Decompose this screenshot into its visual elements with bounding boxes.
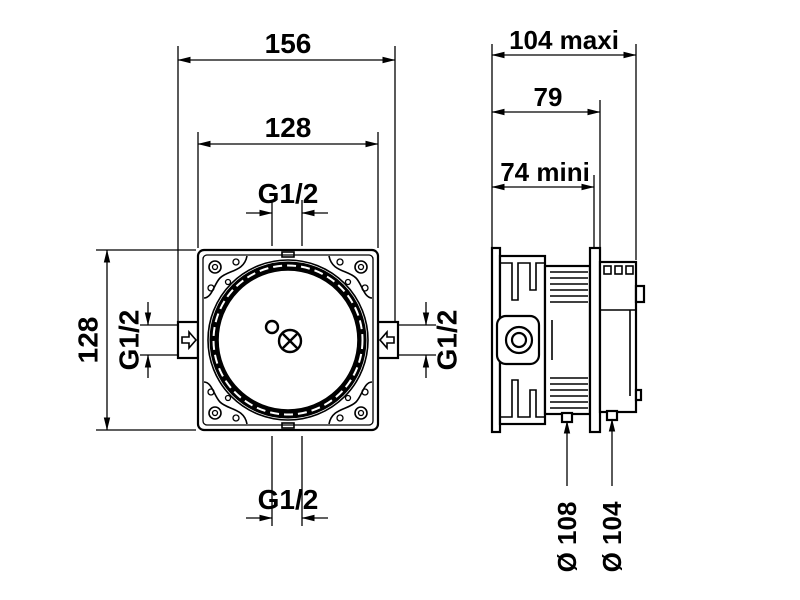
body-foot xyxy=(560,411,574,424)
dimension-depth-mid: 79 xyxy=(491,82,601,116)
corner-top-right xyxy=(328,255,373,299)
mounting-hole-inner xyxy=(357,409,365,417)
valve-spindle xyxy=(264,319,303,354)
label-depth-max: 104 maxi xyxy=(509,25,619,55)
inlet-block-left xyxy=(176,320,200,360)
screw-hole xyxy=(224,394,232,402)
ribs-bottom xyxy=(550,377,588,409)
screw-hole xyxy=(336,258,344,266)
cartridge-opening xyxy=(207,259,369,421)
corner-top-left xyxy=(203,255,248,299)
dimension-box-height: 128 xyxy=(73,249,196,431)
mounting-box-inner-edge xyxy=(202,254,374,426)
label-box-width: 128 xyxy=(265,112,312,143)
dimension-depth-min: 74 mini xyxy=(491,157,595,191)
spindle-cross-line xyxy=(282,333,298,349)
screw-hole xyxy=(336,414,344,422)
ribs-top xyxy=(550,271,588,303)
corner-lobe xyxy=(203,381,248,425)
corner-bottom-right xyxy=(328,381,373,425)
rib-profile-top xyxy=(500,262,545,301)
dimension-diameter-outer: Ø 108 xyxy=(552,420,582,573)
plaster-guard-detail xyxy=(600,265,646,402)
mounting-hole-inner xyxy=(211,409,219,417)
fitting-bore xyxy=(510,331,528,349)
label-box-height: 128 xyxy=(73,317,104,364)
dimension-inlet-left: G1/2 xyxy=(114,302,178,378)
label-overall-width: 156 xyxy=(265,28,312,59)
opening-outer-edge xyxy=(207,259,369,421)
guard-tab xyxy=(634,388,643,402)
dimension-depth-max: 104 maxi xyxy=(491,25,637,59)
label-inlet-bottom: G1/2 xyxy=(258,484,319,515)
screw-hole xyxy=(207,284,215,292)
dimension-inlet-bottom: G1/2 xyxy=(246,436,328,526)
screw-hole xyxy=(207,388,215,396)
corner-lobe xyxy=(203,255,248,299)
inlet-fitting-end-view xyxy=(495,314,541,366)
opening-inner-edge xyxy=(217,269,359,411)
screw-hole xyxy=(232,414,240,422)
front-plate xyxy=(588,246,602,434)
screw-hole xyxy=(344,278,352,286)
front-view: 156 128 G1/2 G1/2 xyxy=(73,28,463,526)
rib-profile-bottom xyxy=(500,379,545,418)
guard-tooth xyxy=(614,265,623,275)
corner-bottom-left xyxy=(203,381,248,425)
top-inlet-tab xyxy=(281,251,295,258)
opening-ring-dashes xyxy=(212,264,364,416)
label-inlet-left: G1/2 xyxy=(114,310,145,371)
guard-tooth xyxy=(603,265,612,275)
rear-section-detail xyxy=(500,262,545,418)
corner-features xyxy=(203,255,373,425)
screw-hole xyxy=(224,278,232,286)
mounting-hole-inner xyxy=(357,263,365,271)
dimension-diameter-inner: Ø 104 xyxy=(597,418,627,572)
screw-hole xyxy=(344,394,352,402)
label-diameter-outer: Ø 108 xyxy=(552,502,582,573)
bottom-inlet-tab xyxy=(281,422,295,429)
screw-hole xyxy=(232,258,240,266)
flow-arrow-icon xyxy=(181,329,198,351)
screw-hole xyxy=(361,284,369,292)
flow-arrow-icon xyxy=(378,329,395,351)
label-inlet-right: G1/2 xyxy=(432,310,463,371)
dimension-overall-width: 156 xyxy=(177,28,396,322)
mounting-hole xyxy=(354,260,368,274)
label-depth-mid: 79 xyxy=(534,82,563,112)
mounting-hole xyxy=(354,406,368,420)
body-foot xyxy=(605,409,619,422)
inlet-block-right xyxy=(376,320,400,360)
side-view: 104 maxi 79 74 mini xyxy=(490,25,646,573)
guard-tooth xyxy=(625,265,634,275)
mounting-hole-inner xyxy=(211,263,219,271)
mounting-hole xyxy=(208,260,222,274)
mounting-hole xyxy=(208,406,222,420)
label-diameter-inner: Ø 104 xyxy=(597,501,627,572)
guard-tab xyxy=(634,284,646,304)
dimension-inlet-right: G1/2 xyxy=(398,302,463,378)
label-inlet-top: G1/2 xyxy=(258,178,319,209)
corner-lobe xyxy=(328,381,373,425)
dimension-inlet-top: G1/2 xyxy=(246,178,328,246)
corner-lobe xyxy=(328,255,373,299)
label-depth-min: 74 mini xyxy=(500,157,590,187)
screw-hole xyxy=(361,388,369,396)
dimension-box-width: 128 xyxy=(197,112,379,248)
spindle-pin xyxy=(264,319,280,335)
